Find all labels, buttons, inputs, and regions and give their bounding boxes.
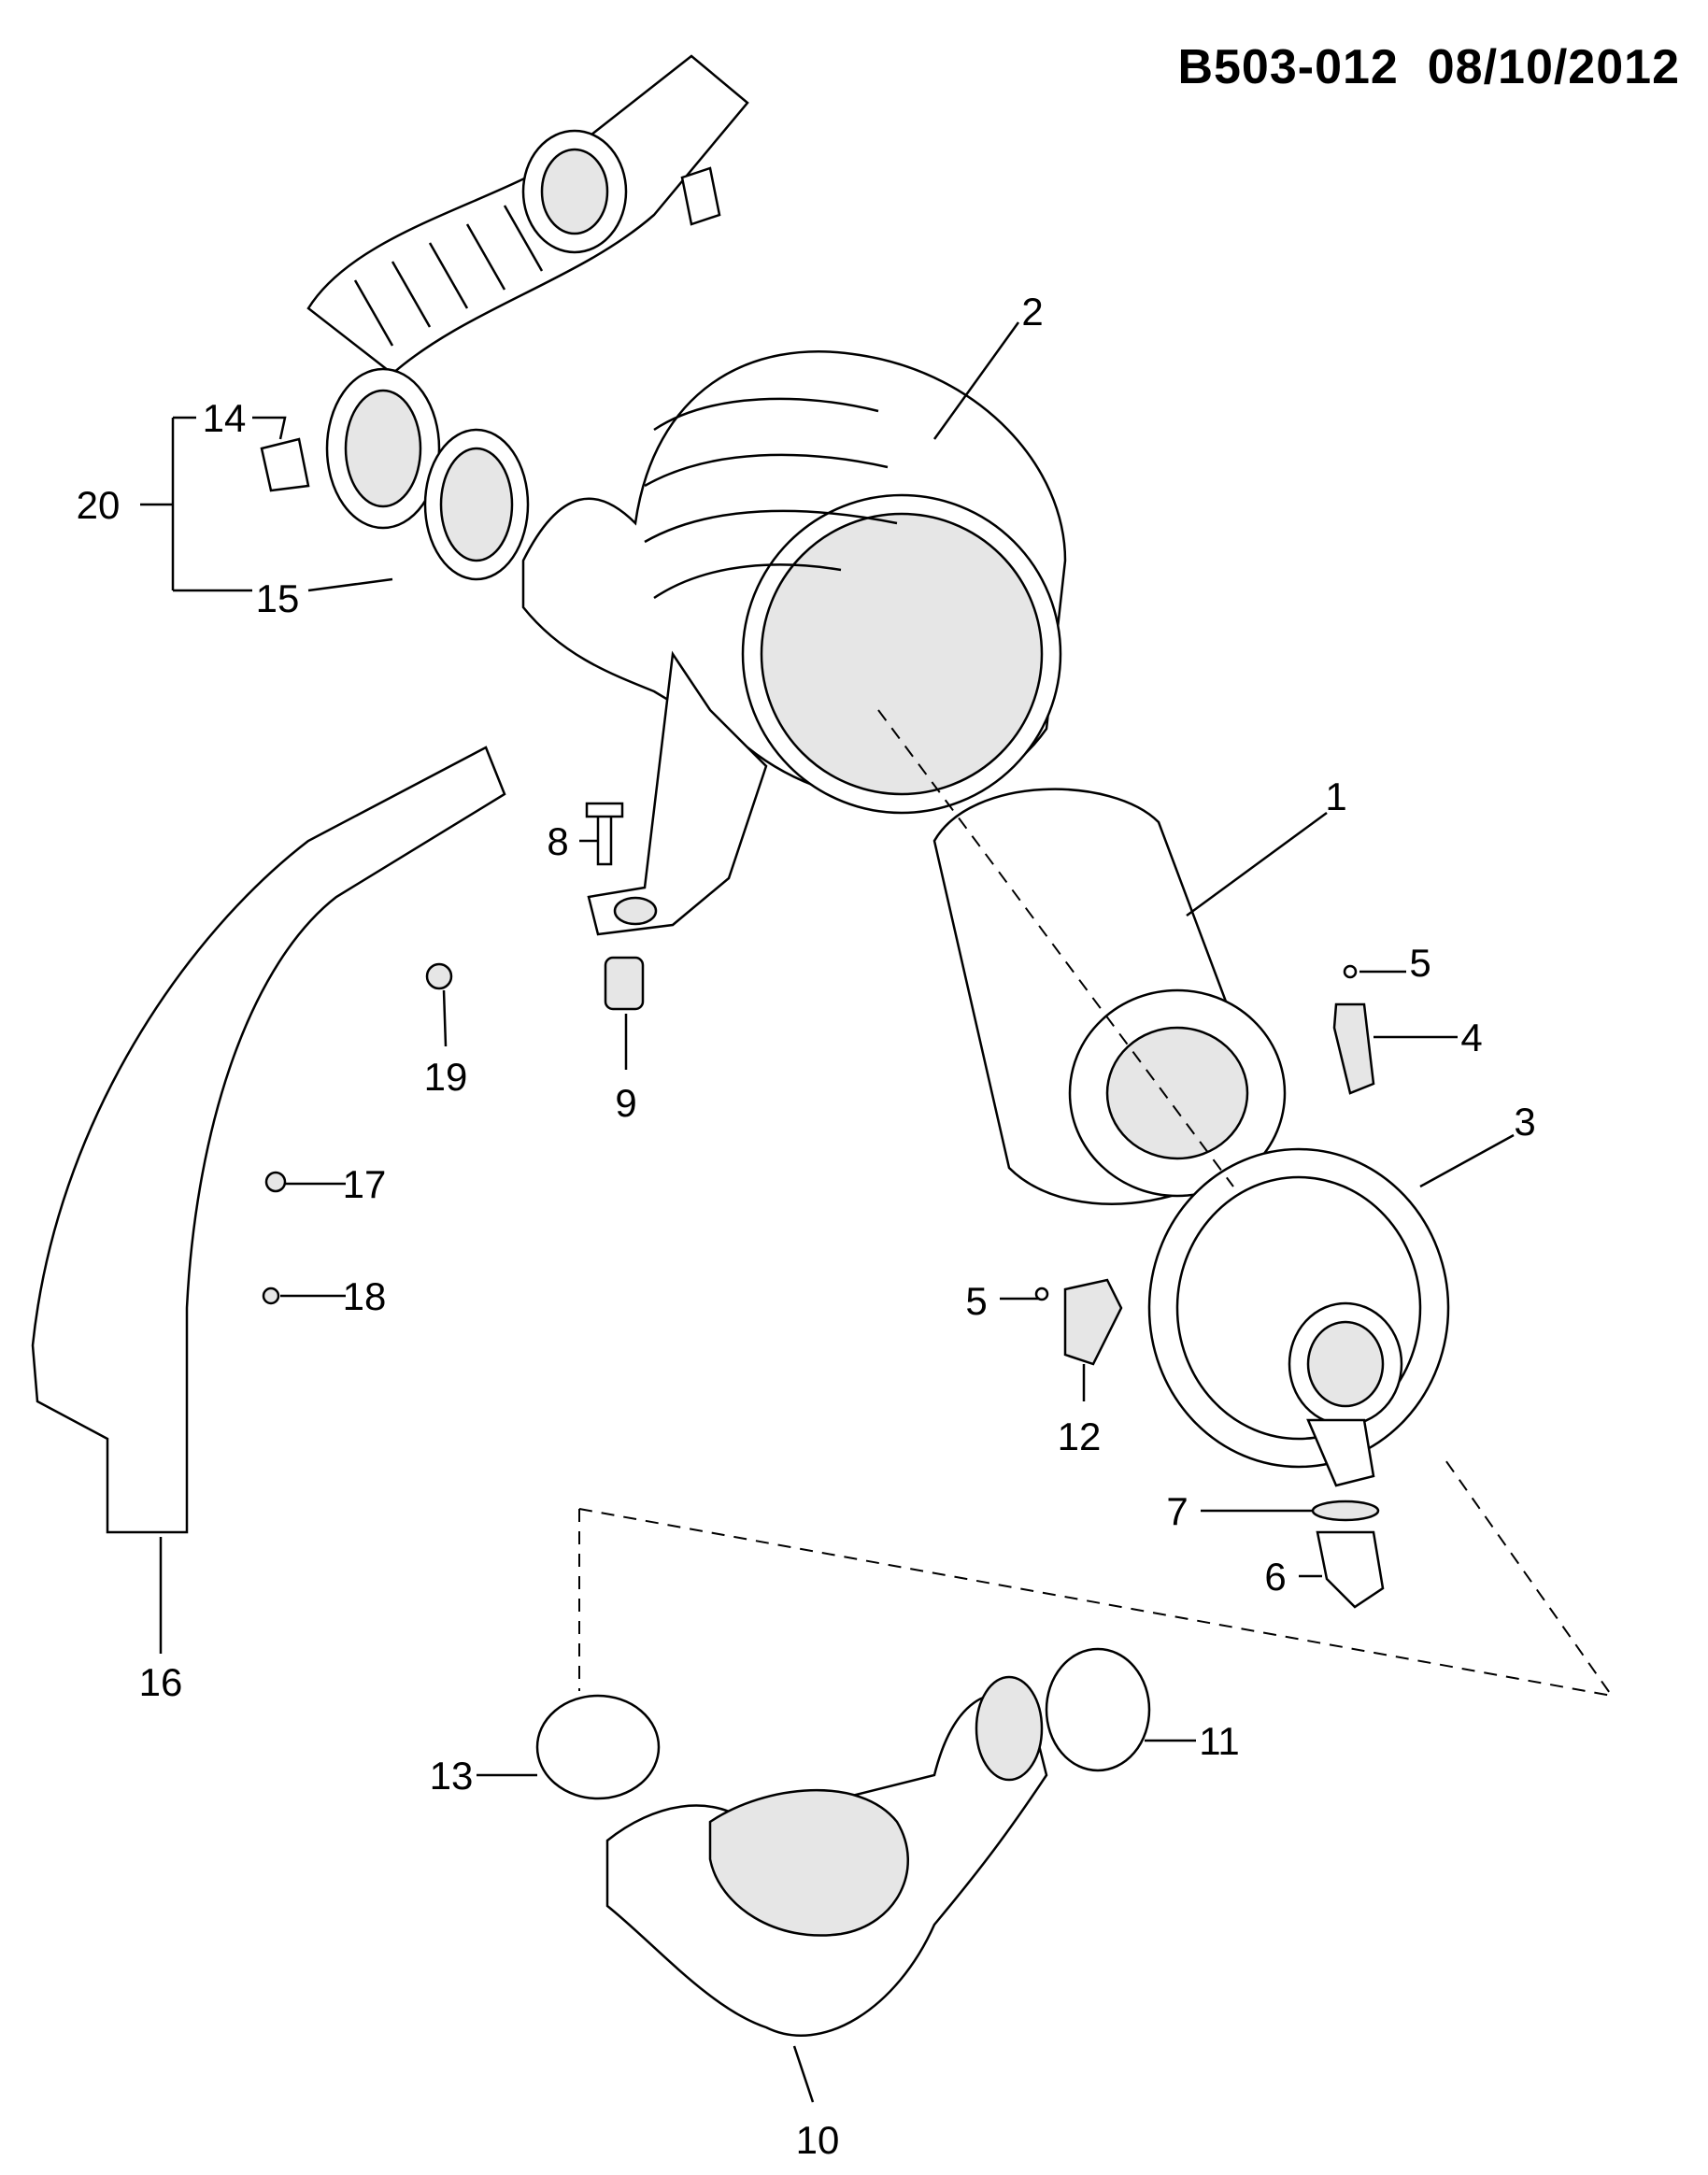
intake-duct [605, 1675, 1048, 2037]
callout-16: 16 [139, 1660, 183, 1704]
callout-6: 6 [1264, 1555, 1286, 1599]
callout-14: 14 [203, 396, 247, 440]
diagram-date: 08/10/2012 [1427, 40, 1680, 94]
bolt-8 [596, 811, 613, 866]
leader-lines [140, 321, 1515, 2103]
callout-10: 10 [796, 2118, 840, 2162]
callout-2: 2 [1021, 290, 1043, 334]
clip-17 [264, 1171, 287, 1193]
callout-4: 4 [1460, 1016, 1482, 1059]
clamp-13 [535, 1694, 661, 1800]
callout-15: 15 [256, 576, 300, 620]
clamp-11 [1045, 1647, 1151, 1772]
ring-7 [1311, 1500, 1380, 1522]
callout-1: 1 [1325, 775, 1346, 818]
callout-12: 12 [1058, 1414, 1102, 1458]
sensor-12 [1063, 1278, 1123, 1366]
callout-8: 8 [547, 819, 568, 863]
screw-5 [1343, 964, 1358, 979]
callout-18: 18 [343, 1274, 387, 1318]
air-cleaner-cover [1147, 1147, 1450, 1487]
nut-18 [262, 1287, 280, 1305]
diagram-code: B503-012 [1177, 40, 1399, 94]
filter-element [932, 788, 1287, 1205]
callout-20: 20 [77, 483, 121, 527]
nut-19 [425, 962, 453, 990]
callout-5-top: 5 [1409, 941, 1430, 985]
sensor-4 [1332, 1002, 1375, 1095]
bushing-9 [604, 956, 645, 1011]
diagram-header: B503-012 08/10/2012 [1177, 39, 1680, 95]
air-cleaner-housing [521, 350, 1067, 936]
intake-hose [306, 54, 749, 376]
callout-11: 11 [1199, 1719, 1240, 1763]
callout-13: 13 [430, 1754, 474, 1798]
callout-7: 7 [1166, 1489, 1188, 1533]
bracket-16 [31, 746, 506, 1534]
callout-5-lower: 5 [965, 1279, 987, 1323]
valve-6 [1316, 1530, 1385, 1609]
callout-19: 19 [424, 1055, 468, 1099]
callout-3: 3 [1514, 1100, 1535, 1144]
callout-9: 9 [615, 1081, 636, 1125]
callout-17: 17 [343, 1162, 387, 1206]
